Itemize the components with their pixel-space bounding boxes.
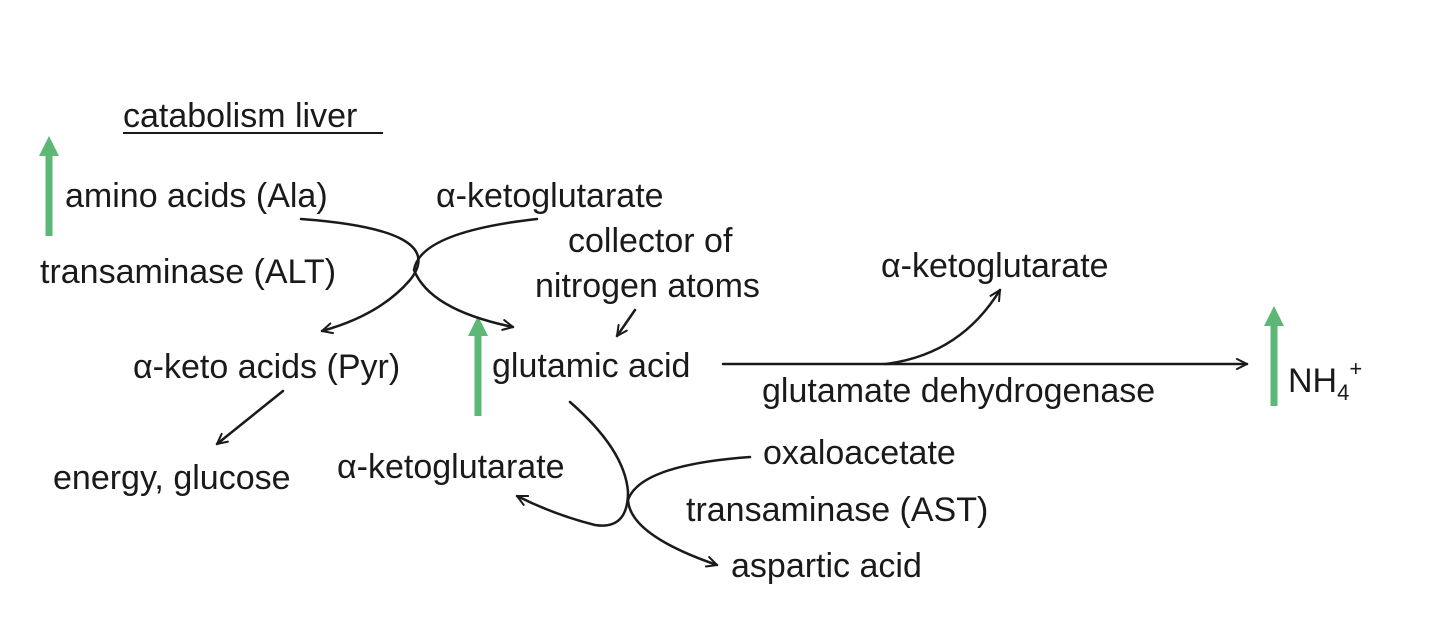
- pyruvate-to-energy-arrow: [215, 389, 285, 446]
- ketoglutarate-release-arrow: [883, 288, 1002, 366]
- ammonium-label: NH4+: [1288, 356, 1362, 405]
- collector-label-line2: nitrogen atoms: [535, 267, 760, 305]
- alpha-ketoglutarate-right-label: α-ketoglutarate: [881, 247, 1109, 285]
- aspartic-acid-label: aspartic acid: [731, 547, 922, 585]
- collector-pointer-arrow: [615, 308, 637, 338]
- ast-enzyme-label: transaminase (AST): [686, 491, 988, 529]
- oxaloacetate-to-aspartate-arrow: [626, 455, 752, 568]
- collector-label-line1: collector of: [568, 222, 733, 260]
- alt-enzyme-label: transaminase (ALT): [40, 253, 336, 291]
- amino-acids-label: amino acids (Ala): [65, 177, 328, 215]
- alanine-to-pyruvate-arrow: [299, 217, 420, 335]
- alpha-ketoglutarate-bottom-label: α-ketoglutarate: [337, 448, 565, 486]
- glutamate-to-ketoglutarate-arrow: [515, 400, 630, 527]
- glutamic-acid-label: glutamic acid: [492, 347, 690, 385]
- energy-glucose-label: energy, glucose: [53, 459, 291, 497]
- alpha-ketoglutarate-top-label: α-ketoglutarate: [436, 177, 664, 215]
- alpha-keto-acids-label: α-keto acids (Pyr): [133, 348, 400, 386]
- oxaloacetate-label: oxaloacetate: [763, 434, 956, 472]
- gdh-enzyme-label: glutamate dehydrogenase: [762, 372, 1155, 410]
- diagram-title: catabolism liver: [123, 97, 357, 135]
- ketoglutarate-to-glutamate-arrow: [412, 217, 539, 331]
